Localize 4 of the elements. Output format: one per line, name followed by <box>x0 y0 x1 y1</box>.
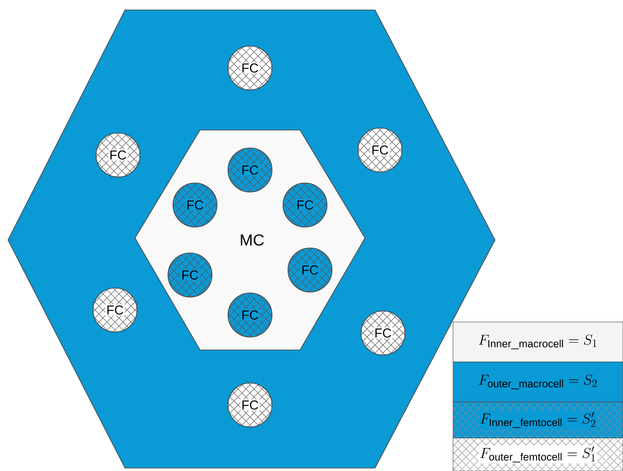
legend-row: $F_{\mathrm{outer\_macrocell}} = S_{2}$ <box>452 362 623 402</box>
legend-row: $F_{\mathrm{outer\_femtocell}} = S'_{1}$ <box>452 438 623 471</box>
legend-row: $F_{\mathrm{Inner\_macrocell}} = S_{1}$ <box>452 322 623 362</box>
legend-row: $F_{\mathrm{Inner\_femtocell}} = S'_{2}$ <box>452 402 623 438</box>
